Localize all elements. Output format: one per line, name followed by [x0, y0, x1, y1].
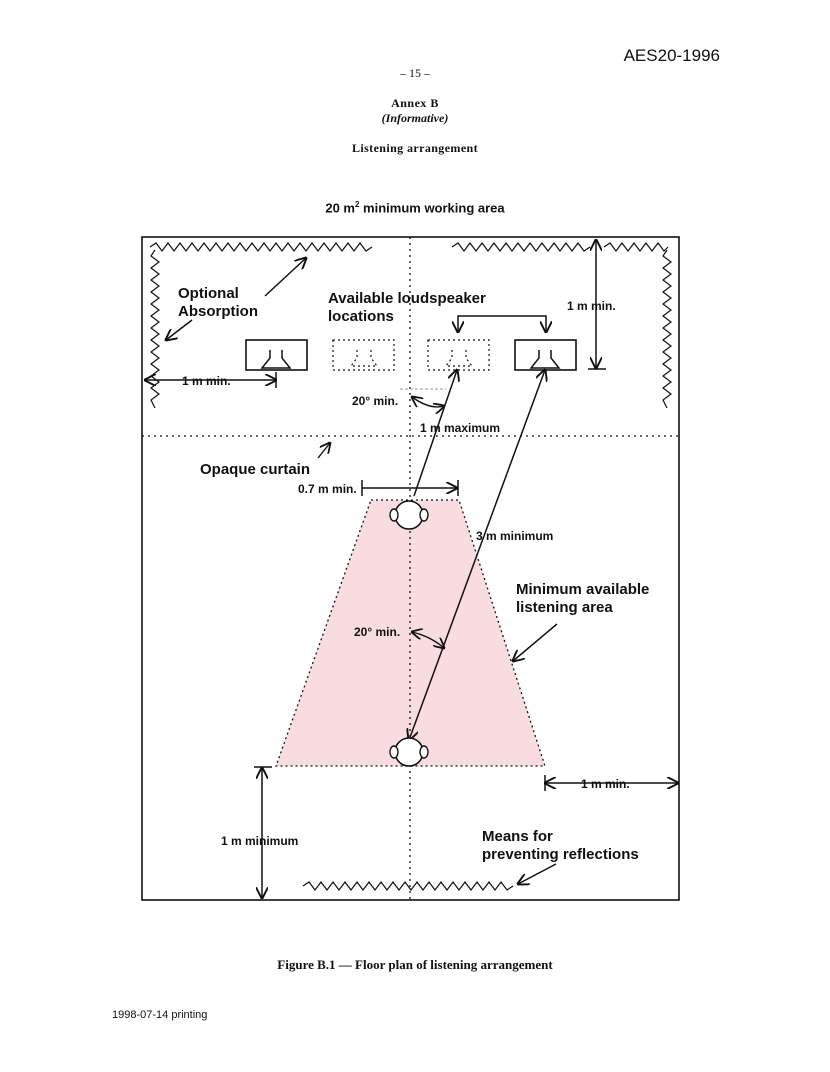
label-right-min: 1 m min.	[581, 777, 630, 791]
label-listen-distance: 3 m minimum	[476, 529, 553, 543]
angle-top-arc	[412, 397, 444, 407]
label-top-right-min: 1 m min.	[567, 299, 616, 313]
label-max-distance: 1 m maximum	[420, 421, 500, 435]
label-optional: Optional	[178, 285, 239, 302]
printing-date: 1998-07-14 printing	[112, 1009, 208, 1021]
label-preventing-reflections: preventing reflections	[482, 846, 639, 863]
absorption-top-left	[149, 242, 373, 252]
label-locations: locations	[328, 308, 394, 325]
annex-type: (Informative)	[381, 111, 449, 125]
label-available-loudspeaker: Available loudspeaker	[328, 290, 486, 307]
area-title-superscript: 2	[354, 200, 360, 209]
loudspeaker-left	[245, 339, 308, 371]
loudspeaker-slot-right	[427, 339, 490, 371]
loudspeaker-slot-left	[332, 339, 395, 371]
reflections-arrow	[518, 863, 557, 884]
absorption-top-far-right	[603, 242, 669, 252]
area-title-prefix: 20 m	[325, 200, 355, 216]
label-listening-area: listening area	[516, 599, 613, 616]
annex-heading: Annex B	[391, 96, 439, 110]
loudspeaker-right	[514, 339, 577, 371]
front-listener	[389, 500, 429, 530]
absorption-bottom	[302, 881, 514, 891]
absorption-arrow-up	[264, 258, 306, 297]
curtain-arrow	[317, 443, 330, 459]
label-angle-top: 20° min.	[352, 394, 398, 408]
absorption-arrow-down	[166, 319, 193, 340]
label-opaque-curtain: Opaque curtain	[200, 461, 310, 478]
label-bottom-min: 1 m minimum	[221, 834, 298, 848]
label-means-for: Means for	[482, 828, 553, 845]
absorption-top-right	[451, 242, 591, 252]
label-angle-bottom: 20° min.	[354, 625, 400, 639]
working-area-title: 20 m2 minimum working area	[230, 200, 600, 215]
section-title: Listening arrangement	[351, 141, 479, 155]
figure-caption: Figure B.1 — Floor plan of listening arr…	[277, 957, 553, 972]
label-minimum-available: Minimum available	[516, 581, 649, 598]
listening-area-arrow	[513, 623, 558, 661]
label-absorption: Absorption	[178, 303, 258, 320]
rear-listener	[389, 737, 429, 767]
locations-bracket	[458, 315, 546, 332]
document-id: AES20-1996	[623, 46, 720, 65]
angle-bottom-arc	[412, 632, 444, 648]
area-title-suffix: minimum working area	[359, 200, 505, 216]
absorption-right-side	[662, 249, 672, 409]
page-number: – 15 –	[400, 66, 430, 80]
label-left-min: 1 m min.	[182, 374, 231, 388]
rear-listener-line	[409, 370, 545, 740]
absorption-left-side	[150, 249, 160, 409]
label-listener-offset: 0.7 m min.	[298, 482, 357, 496]
